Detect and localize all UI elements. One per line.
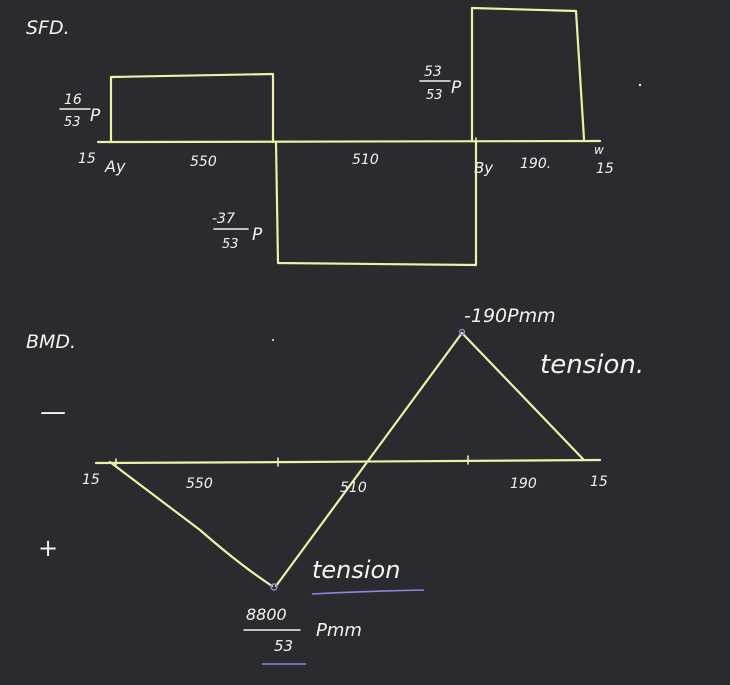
sfd-by-suffix: P	[451, 78, 462, 98]
bmd-label-left-end: 15	[82, 472, 100, 488]
shear-force-diagram	[96, 6, 602, 267]
bmd-falling-line	[460, 331, 585, 461]
sfd-mid-num: -37	[212, 211, 235, 227]
sfd-mid-value: -37 53 P	[212, 211, 263, 252]
sfd-ay-suffix: P	[90, 106, 101, 126]
sfd-negative-block	[274, 139, 478, 267]
sfd-label-span3: 190.	[520, 156, 551, 172]
sfd-ay-den: 53	[64, 115, 81, 130]
sfd-by-num: 53	[424, 64, 442, 80]
sfd-by-value: 53 53 P	[419, 64, 462, 103]
sfd-label-span2: 510	[352, 152, 379, 168]
bmd-baseline	[94, 458, 602, 465]
sfd-ay-num: 16	[64, 92, 82, 108]
bmd-label-right-end: 15	[590, 474, 608, 490]
sfd-label-span1: 550	[190, 154, 217, 170]
bending-moment-diagram	[94, 328, 602, 591]
bmd-tension-top: tension.	[540, 350, 644, 380]
tension-underline	[311, 589, 425, 595]
sfd-baseline	[96, 139, 602, 144]
sfd-positive-block-2	[470, 6, 586, 143]
bmd-min-point	[270, 583, 278, 591]
sfd-ay-value: 16 53 P	[59, 92, 101, 130]
sfd-label-right-end: 15	[596, 161, 614, 177]
bmd-moment-suffix: Pmm	[316, 620, 362, 641]
bmd-sagging-curve	[108, 460, 274, 588]
bmd-tension-bottom: tension	[312, 556, 400, 584]
sfd-mid-suffix: P	[252, 225, 263, 245]
bmd-moment-value: 8800 53 Pmm	[243, 605, 362, 665]
bmd-label-span2: 510	[340, 480, 367, 496]
stray-dot-2	[272, 339, 274, 341]
stray-dot	[638, 83, 642, 87]
bmd-minus-sign: —	[40, 397, 66, 427]
sfd-title: SFD.	[26, 17, 70, 39]
bmd-rising-line	[274, 331, 464, 588]
sfd-label-ay: Ay	[104, 157, 126, 176]
bmd-plus-sign: +	[38, 534, 58, 562]
bmd-peak-label: -190Pmm	[464, 305, 556, 327]
bmd-max-point	[458, 328, 466, 336]
sfd-by-den: 53	[426, 88, 443, 103]
bmd-title: BMD.	[26, 331, 76, 353]
bmd-moment-den: 53	[274, 637, 293, 655]
sfd-positive-block-1	[109, 72, 275, 144]
sfd-mid-den: 53	[222, 237, 239, 252]
sfd-label-left-end: 15	[78, 151, 96, 167]
sfd-label-by: By	[474, 159, 494, 177]
bmd-label-span3: 190	[510, 476, 537, 492]
sfd-label-load-mark: w	[594, 143, 604, 157]
bmd-label-span1: 550	[186, 476, 213, 492]
bmd-moment-num: 8800	[246, 605, 287, 624]
